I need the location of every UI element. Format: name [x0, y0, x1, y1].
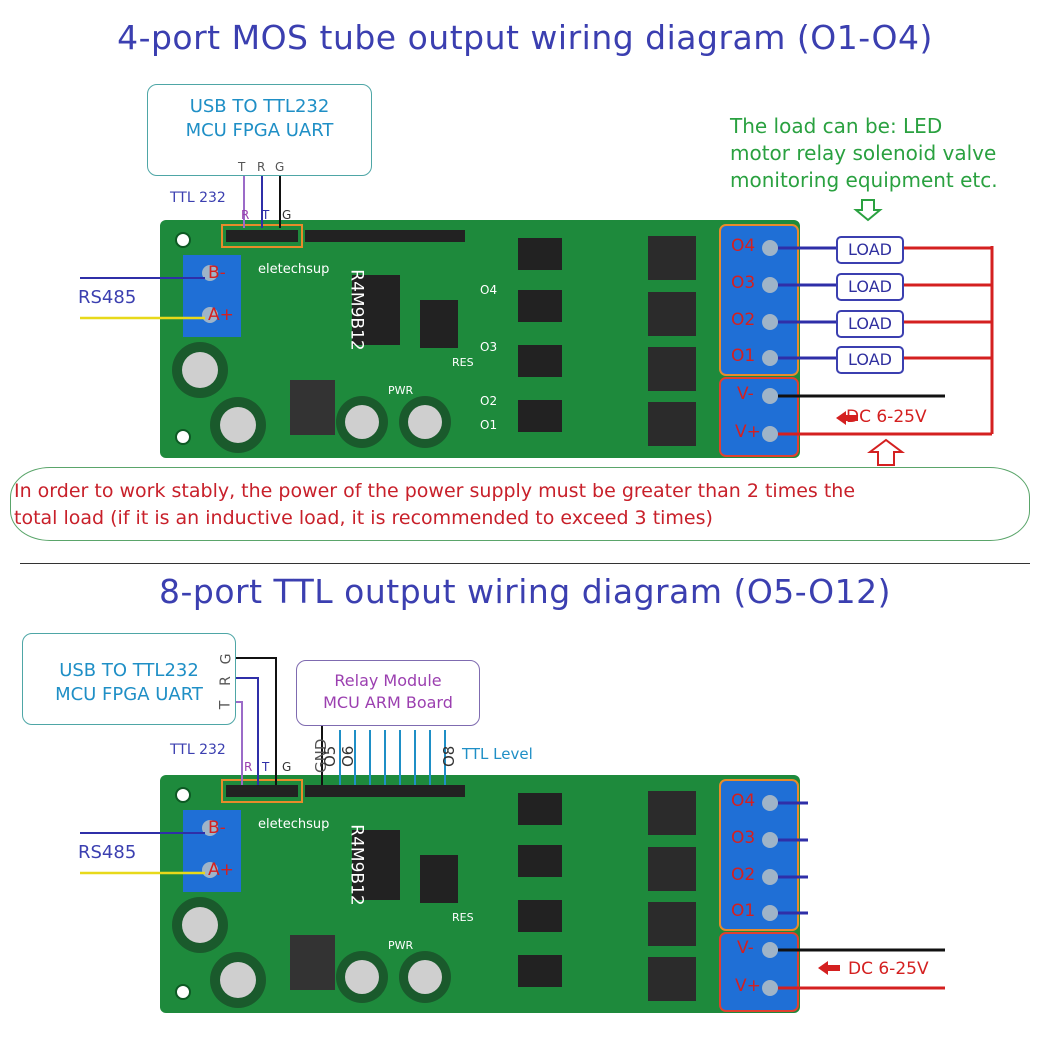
- top-usb-line2: MCU FPGA UART: [185, 120, 334, 141]
- top-pwr-vplus: V+: [735, 422, 761, 442]
- top-pwr-vminus: V-: [737, 384, 754, 404]
- bottom-o5-label: O5: [321, 745, 339, 767]
- top-out-o1: O1: [731, 346, 756, 366]
- top-warning-text: In order to work stably, the power of th…: [14, 478, 1034, 532]
- bottom-relay-line1: Relay Module: [334, 671, 442, 690]
- bottom-o6-label: O6: [339, 745, 357, 767]
- top-pwr: PWR: [388, 384, 414, 397]
- bottom-board-diagram: [80, 657, 945, 1013]
- top-load-o3: LOAD: [836, 273, 904, 301]
- top-title: 4-port MOS tube output wiring diagram (O…: [117, 18, 933, 57]
- bottom-o8-label: O8: [440, 745, 458, 767]
- bottom-relay-callout: Relay Module MCU ARM Board: [296, 660, 480, 726]
- top-g-label: G: [275, 160, 285, 174]
- top-load-o2: LOAD: [836, 310, 904, 338]
- top-board-diagram: [80, 175, 994, 466]
- top-load-note-1: The load can be: LED: [730, 114, 943, 138]
- bottom-out-o1: O1: [731, 901, 756, 921]
- top-rtg-g: G: [282, 208, 292, 222]
- bottom-ttl-level: TTL Level: [462, 745, 533, 763]
- bottom-dc-label: DC 6-25V: [848, 959, 929, 979]
- top-load-o1: LOAD: [836, 346, 904, 374]
- bottom-brand: eletechsup: [258, 817, 330, 832]
- top-ttl232-label: TTL 232: [170, 190, 226, 206]
- top-rs485-label: RS485: [78, 287, 137, 308]
- bottom-r-label: R: [217, 676, 234, 686]
- bottom-model: R4M9B12: [346, 824, 367, 906]
- top-terminal-b: B-: [208, 263, 226, 283]
- top-rtg-r: R: [241, 208, 250, 222]
- top-out-o2: O2: [731, 310, 756, 330]
- bottom-usb-line1: USB TO TTL232: [59, 660, 199, 681]
- bottom-pwr-vminus: V-: [737, 938, 754, 958]
- top-warning-line1: In order to work stably, the power of th…: [14, 480, 856, 502]
- bottom-terminal-a: A+: [208, 860, 234, 880]
- top-rtg-t: T: [262, 208, 270, 222]
- top-res: RES: [452, 356, 474, 369]
- top-t-label: T: [238, 160, 246, 174]
- top-warning-box: [10, 467, 1030, 541]
- top-ic-o3: O3: [480, 340, 498, 354]
- top-load-note-2: motor relay solenoid valve: [730, 141, 997, 165]
- top-warning-line2: total load (if it is an inductive load, …: [14, 507, 713, 529]
- bottom-out-o2: O2: [731, 865, 756, 885]
- bottom-usb-callout: USB TO TTL232 MCU FPGA UART: [22, 633, 236, 725]
- bottom-pwr: PWR: [388, 939, 414, 952]
- bottom-g-label: G: [218, 653, 235, 665]
- top-out-o3: O3: [731, 273, 756, 293]
- top-terminal-a: A+: [208, 305, 234, 325]
- top-ic-o2: O2: [480, 394, 498, 408]
- bottom-usb-line2: MCU FPGA UART: [55, 684, 203, 705]
- bottom-rtg-r: R: [244, 760, 253, 774]
- bottom-title: 8-port TTL output wiring diagram (O5-O12…: [159, 572, 891, 611]
- top-ic-o1: O1: [480, 418, 498, 432]
- bottom-res: RES: [452, 911, 474, 924]
- section-divider: [20, 563, 1030, 564]
- bottom-relay-line2: MCU ARM Board: [323, 693, 453, 712]
- bottom-t-label: T: [217, 700, 234, 710]
- bottom-out-o3: O3: [731, 828, 756, 848]
- top-brand: eletechsup: [258, 262, 330, 277]
- top-load-o4: LOAD: [836, 236, 904, 264]
- bottom-out-o4: O4: [731, 791, 756, 811]
- bottom-pwr-vplus: V+: [735, 976, 761, 996]
- top-load-note-3: monitoring equipment etc.: [730, 168, 998, 192]
- top-usb-line1: USB TO TTL232: [189, 96, 330, 117]
- top-out-o4: O4: [731, 236, 756, 256]
- top-r-label: R: [257, 160, 266, 174]
- top-dc-label: DC 6-25V: [846, 407, 927, 427]
- bottom-rtg-t: T: [262, 760, 270, 774]
- bottom-terminal-b: B-: [208, 818, 226, 838]
- top-ic-o4: O4: [480, 283, 498, 297]
- bottom-ttl232-label: TTL 232: [170, 742, 226, 758]
- bottom-rtg-g: G: [282, 760, 292, 774]
- top-model: R4M9B12: [346, 269, 367, 351]
- top-usb-callout: USB TO TTL232 MCU FPGA UART: [147, 84, 372, 176]
- bottom-rs485-label: RS485: [78, 842, 137, 863]
- top-load-note: The load can be: LED motor relay solenoi…: [730, 113, 998, 194]
